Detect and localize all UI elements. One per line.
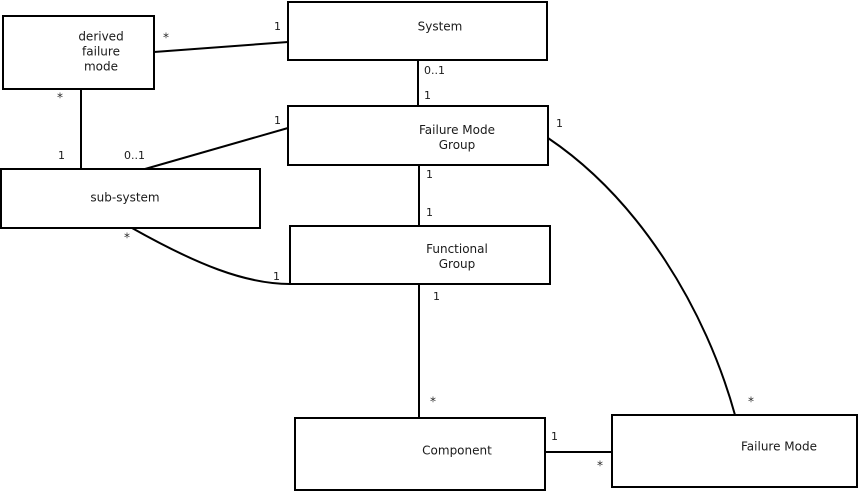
multiplicity-label-m-fmg-one-right: 1 [556, 117, 563, 130]
multiplicity-label-m-subsystem-one-up: 1 [58, 149, 65, 162]
class-name-label: Group [439, 138, 476, 152]
class-box-rect [294, 417, 546, 491]
association-sub-system-to-functional-group [131, 227, 291, 285]
class-name-label: System [418, 20, 463, 34]
class-name-label: failure [82, 45, 120, 59]
class-box-sub-system[interactable]: sub-system [0, 168, 261, 229]
class-box-component[interactable]: Component [294, 417, 546, 491]
class-box-rect [2, 15, 155, 90]
multiplicity-label-m-fmg-one-left: 1 [274, 114, 281, 127]
multiplicity-label-m-component-star-up: * [430, 395, 436, 409]
class-box-system[interactable]: System [287, 1, 548, 61]
multiplicity-label-m-component-one-right: 1 [551, 430, 558, 443]
class-name-label: sub-system [90, 191, 159, 205]
multiplicity-label-m-derived-star-right: * [163, 31, 169, 45]
class-box-failure-mode[interactable]: Failure Mode [611, 414, 858, 488]
multiplicity-label-m-system-one-left: 1 [274, 20, 281, 33]
multiplicity-label-m-failure-mode-star-top: * [748, 395, 754, 409]
class-name-label: Functional [426, 242, 488, 256]
class-box-rect [287, 1, 548, 61]
class-name-label: mode [84, 60, 118, 74]
class-name-label: Group [439, 257, 476, 271]
class-box-rect [289, 225, 551, 285]
multiplicity-label-m-fmg-one-up: 1 [424, 89, 431, 102]
class-name-label: derived [78, 30, 123, 44]
multiplicity-label-m-subsystem-star-down: * [124, 231, 130, 245]
class-box-rect [287, 105, 549, 166]
class-name-label: Failure Mode [419, 123, 495, 137]
associations-layer [80, 41, 736, 453]
class-box-rect [611, 414, 858, 488]
multiplicity-label-m-subsystem-zeroone: 0..1 [124, 149, 145, 162]
multiplicity-label-m-fmg-one-down: 1 [426, 168, 433, 181]
class-box-rect [0, 168, 261, 229]
multiplicity-label-m-derived-star-below: * [57, 91, 63, 105]
multiplicity-label-m-failure-mode-star-left: * [597, 459, 603, 473]
class-name-label: Failure Mode [741, 440, 817, 454]
multiplicity-label-m-fg-one-left: 1 [273, 270, 280, 283]
multiplicities-layer: * 1 * 1 0..1 1 0..1 1 1 1 * 1 1 * 1 * 1 * [57, 20, 754, 473]
association-derived-failure-mode-to-system [153, 41, 289, 53]
association-failure-mode-group-to-failure-mode [547, 137, 736, 416]
association-sub-system-to-failure-mode-group [144, 127, 289, 170]
multiplicity-label-m-system-zeroone: 0..1 [424, 64, 445, 77]
multiplicity-label-m-fg-one-down: 1 [433, 290, 440, 303]
class-name-label: Component [422, 444, 492, 458]
multiplicity-label-m-fg-one-up: 1 [426, 206, 433, 219]
